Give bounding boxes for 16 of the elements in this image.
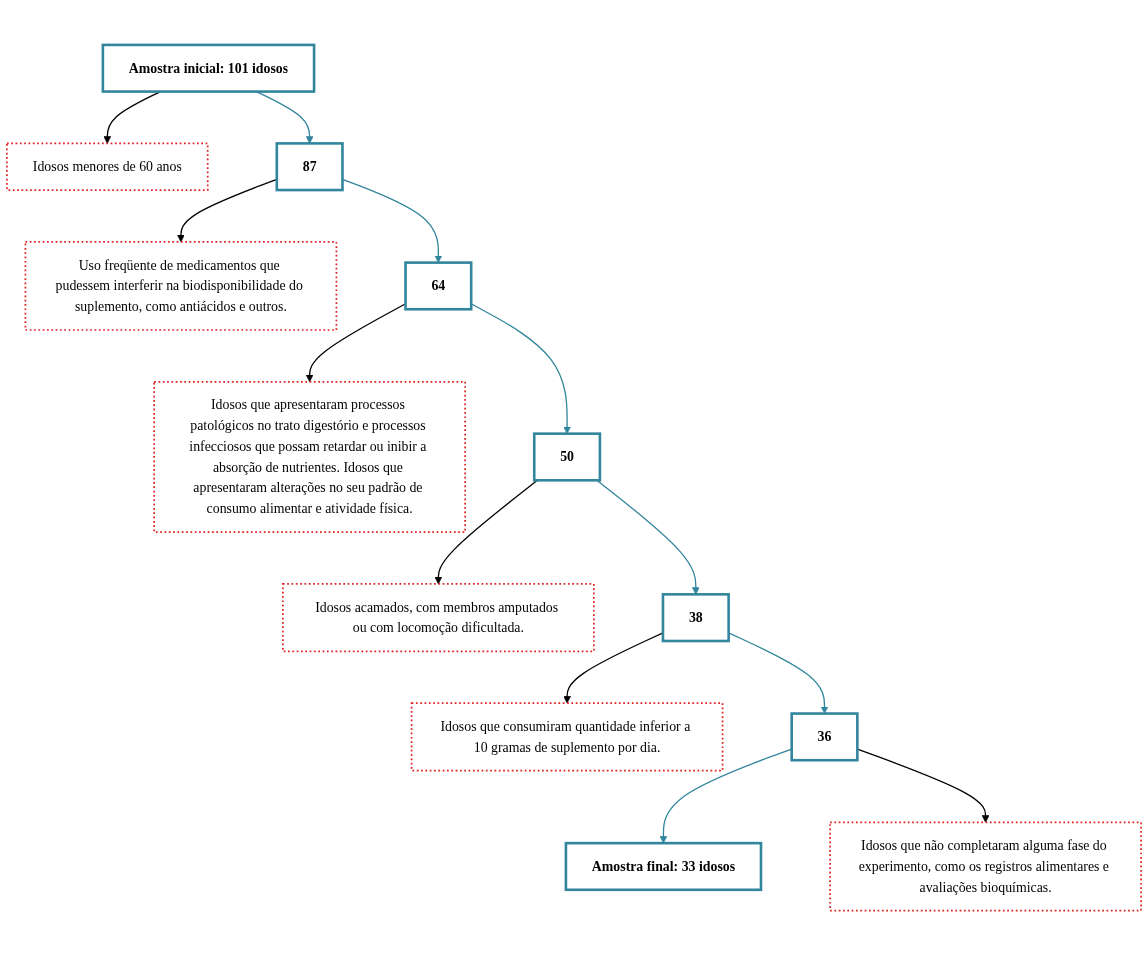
node-box: Idosos acamados, com membros amputados ou com locomoção dificultada. — [282, 582, 595, 652]
node-box: Idosos que não completaram alguma fase do experimento, como os registros alimentares e avaliações bioquímicas. — [829, 821, 1142, 912]
node-box: 50 — [532, 432, 602, 482]
node-box: 87 — [275, 141, 344, 192]
node-box: Uso freqüente de medicamentos que pudessem interferir na biodisponibilidade do suplemento, como antiácidos e outros. — [24, 240, 338, 331]
arrow — [596, 479, 700, 595]
node-box: 64 — [404, 261, 473, 311]
node-box: Idosos menores de 60 anos — [6, 142, 209, 191]
node-box: 38 — [661, 592, 730, 643]
node-box: Amostra final: 33 idosos — [564, 841, 763, 891]
arrow — [434, 479, 538, 585]
node-box: Idosos que consumiram quantidade inferior a 10 gramas de suplemento por dia. — [410, 702, 724, 772]
node-box: Amostra inicial: 101 idosos — [101, 43, 316, 93]
arrow — [728, 632, 829, 714]
node-box: 36 — [790, 712, 859, 762]
node-box: Idosos que apresentaram processos patológicos no trato digestório e processos infecciosos que possam retardar ou inibir a absorção de nutrientes. Idosos que apresentaram alterações no seu padrão de consumo alimentar e atividade física. — [153, 380, 466, 533]
